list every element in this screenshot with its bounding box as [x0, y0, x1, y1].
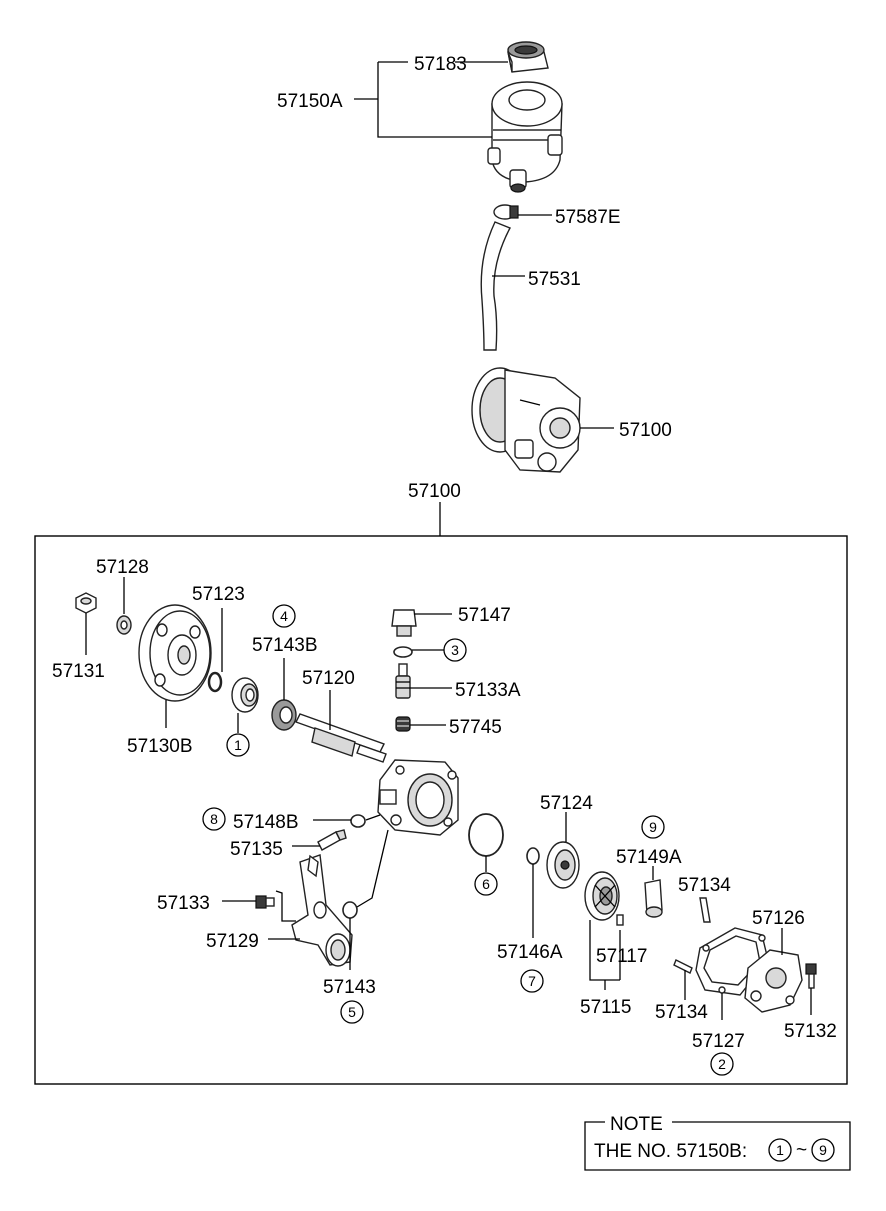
oil-seal: [271, 699, 297, 731]
cover-bolt: [805, 963, 817, 989]
label-57143: 57143: [323, 977, 376, 998]
label-57146a: 57146A: [497, 942, 563, 963]
note-range-start: 1: [776, 1142, 784, 1158]
note-range-end: 9: [819, 1142, 827, 1158]
outlet-fitting: [391, 609, 417, 637]
note-tilde: ~: [796, 1140, 807, 1161]
reservoir-cap: [507, 41, 549, 73]
label-57133a: 57133A: [455, 680, 521, 701]
label-57147: 57147: [458, 605, 511, 626]
circled-number-6: 6: [474, 872, 498, 896]
label-57132: 57132: [784, 1021, 837, 1042]
pressure-plate: [546, 841, 580, 889]
svg-text:6: 6: [482, 876, 490, 892]
hose-clamp: [493, 204, 519, 220]
circled-number-4: 4: [272, 604, 296, 628]
label-57100-box: 57100: [408, 481, 461, 502]
bearing: [231, 677, 259, 713]
dowel-pin-top: [699, 897, 711, 923]
label-57134-bottom: 57134: [655, 1002, 708, 1023]
circled-number-3: 3: [443, 638, 467, 662]
svg-text:1: 1: [234, 737, 242, 753]
label-57115: 57115: [580, 997, 631, 1018]
valve-spring: [395, 716, 411, 732]
svg-text:8: 8: [210, 811, 218, 827]
label-57531: 57531: [528, 269, 581, 290]
label-57148b: 57148B: [233, 812, 299, 833]
circled-number-2: 2: [710, 1052, 734, 1076]
o-ring-57146a: [526, 847, 540, 865]
label-57124: 57124: [540, 793, 593, 814]
o-ring-6: [468, 813, 504, 857]
pulley: [138, 604, 212, 702]
label-57120: 57120: [302, 668, 355, 689]
label-57134-top: 57134: [678, 875, 731, 896]
svg-text:4: 4: [280, 608, 288, 624]
circled-number-8: 8: [202, 807, 226, 831]
circled-number-7: 7: [520, 969, 544, 993]
suction-pipe: [291, 854, 353, 967]
cam-ring-rotor: [584, 871, 620, 921]
svg-text:5: 5: [348, 1004, 356, 1020]
o-ring-57143: [342, 901, 358, 919]
o-ring-3: [393, 646, 413, 658]
bolt-57133: [255, 895, 275, 909]
label-57143b: 57143B: [252, 635, 318, 656]
label-57587e: 57587E: [555, 207, 621, 228]
pump-assembly-illustration: [471, 367, 581, 473]
reservoir-body: [487, 81, 563, 193]
label-57123: 57123: [192, 584, 245, 605]
label-57100-assembly: 57100: [619, 420, 672, 441]
label-57117: 57117: [596, 946, 647, 967]
label-57745: 57745: [449, 717, 502, 738]
note-title: NOTE: [610, 1114, 663, 1135]
label-57135: 57135: [230, 839, 283, 860]
circled-number-9: 9: [641, 815, 665, 839]
circled-number-1: 1: [226, 733, 250, 757]
o-ring-57148b: [350, 814, 366, 828]
exploded-view-frame: [34, 535, 848, 1085]
svg-text:9: 9: [649, 819, 657, 835]
label-57150a: 57150A: [277, 91, 343, 112]
bushing: [644, 879, 663, 918]
union-connector: [317, 829, 347, 851]
svg-text:7: 7: [528, 973, 536, 989]
dowel-pin-bottom: [673, 959, 693, 974]
label-57149a: 57149A: [616, 847, 682, 868]
label-57128: 57128: [96, 557, 149, 578]
label-57127: 57127: [692, 1031, 745, 1052]
note-text: THE NO. 57150B:: [594, 1141, 747, 1162]
pulley-nut: [75, 592, 97, 614]
snap-ring: [207, 671, 223, 693]
label-57183: 57183: [414, 54, 467, 75]
label-57131: 57131: [52, 661, 105, 682]
label-57130b: 57130B: [127, 736, 193, 757]
svg-text:2: 2: [718, 1056, 726, 1072]
pump-body: [377, 759, 459, 836]
rotor-pin: [616, 914, 624, 926]
svg-text:3: 3: [451, 642, 459, 658]
circled-number-5: 5: [340, 1000, 364, 1024]
rear-cover: [744, 949, 803, 1013]
note-box: NOTE THE NO. 57150B: 1 ~ 9: [584, 1114, 851, 1171]
flow-control-valve: [395, 663, 411, 699]
suction-hose: [480, 221, 511, 351]
label-57129: 57129: [206, 931, 259, 952]
label-57133: 57133: [157, 893, 210, 914]
pulley-washer: [116, 615, 132, 635]
cover-gasket: [695, 927, 769, 996]
drive-shaft: [295, 713, 387, 763]
label-57126: 57126: [752, 908, 805, 929]
